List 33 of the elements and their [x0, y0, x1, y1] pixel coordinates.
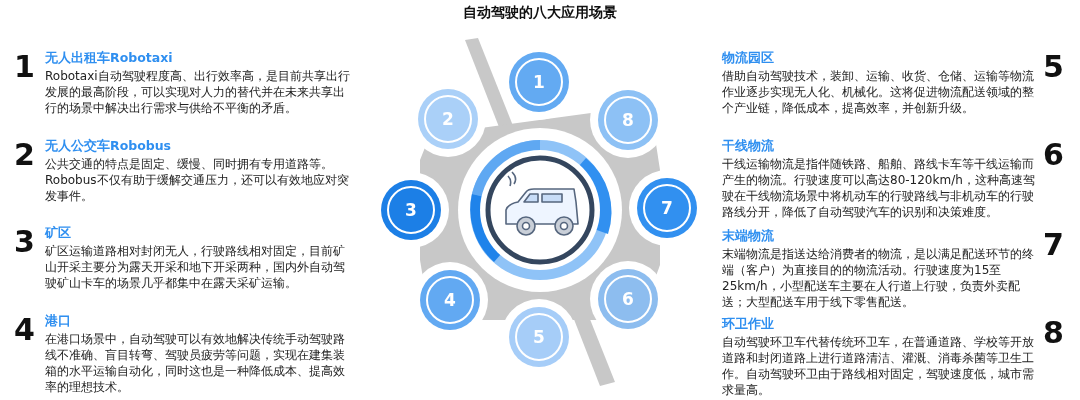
section-number: 7 — [1043, 230, 1064, 260]
section-number: 3 — [14, 227, 35, 257]
number-circle: 7 — [636, 177, 698, 239]
number-circle: 1 — [508, 51, 570, 113]
section-paragraph: 借助自动驾驶技术，装卸、运输、收货、仓储、运输等物流作业逐步实现无人化、机械化。这将促进物流配送领域的整个产业链，降低成本，提高效率，并创新升级。 — [722, 68, 1035, 116]
number-circle: 2 — [417, 88, 479, 150]
section-paragraph: 自动驾驶环卫车代替传统环卫车，在普通道路、学校等开放道路和封闭道路上进行道路清洁、灌溉、消毒杀菌等卫生工作。自动驾驶环卫由于路线相对固定，驾驶速度低，城市需求量高。 — [722, 334, 1035, 398]
section-number: 6 — [1043, 140, 1064, 170]
section-heading: 矿区 — [45, 225, 71, 241]
section-number: 8 — [1043, 318, 1064, 348]
section-paragraph: 干线运输物流是指伴随铁路、船舶、路线卡车等干线运输而产生的物流。行驶速度可以高达80-120km/h，这种高速驾驶在干线物流场景中将机动车的行驶路线与非机动车的行驶路线分开，降低了自动驾驶汽车的识别和决策难度。 — [722, 156, 1036, 220]
number-circle: 5 — [508, 306, 570, 368]
section-heading: 港口 — [45, 313, 71, 329]
section-heading: 无人公交车Robobus — [45, 138, 172, 154]
section-paragraph: 公共交通的特点是固定、缓慢、同时拥有专用道路等。Robobus不仅有助于缓解交通压力，还可以有效地应对突发事件。 — [45, 156, 350, 204]
section-paragraph: 在港口场景中，自动驾驶可以有效地解决传统手动驾驶路线不准确、盲目转弯、驾驶员疲劳等问题，实现在建集装箱的水平运输自动化，同时这也是一种降低成本、提高效率的理想技术。 — [45, 331, 346, 395]
section-number: 4 — [14, 315, 35, 345]
number-circle: 8 — [597, 89, 659, 151]
section-number: 2 — [14, 140, 35, 170]
section-paragraph: 矿区运输道路相对封闭无人，行驶路线相对固定，目前矿山开采主要分为露天开采和地下开采两种，国内外自动驾驶矿山卡车的场景几乎都集中在露天采矿运输。 — [45, 243, 346, 291]
section-heading: 末端物流 — [722, 228, 774, 244]
section-heading: 物流园区 — [722, 50, 774, 66]
title: 自动驾驶的八大应用场景 — [462, 4, 618, 22]
section-paragraph: 末端物流是指送达给消费者的物流，是以满足配送环节的终端（客户）为直接目的的物流活动。行驶速度为15至25km/h，小型配送车主要在人行道上行驶，负责外卖配送；大型配送车用于线下零售配送。 — [722, 246, 1035, 310]
section-number: 1 — [14, 52, 35, 82]
section-number: 5 — [1043, 52, 1064, 82]
number-circle: 4 — [419, 269, 481, 331]
number-circle: 3 — [380, 179, 442, 241]
section-heading: 干线物流 — [722, 138, 774, 154]
number-circle: 6 — [597, 268, 659, 330]
section-heading: 环卫作业 — [722, 316, 774, 332]
section-heading: 无人出租车Robotaxi — [45, 50, 173, 66]
section-paragraph: Robotaxi自动驾驶程度高、出行效率高，是目前共享出行发展的最高阶段，可以实现对人力的替代并在未来共享出行的场景中解决出行需求与供给不平衡的矛盾。 — [45, 68, 351, 116]
